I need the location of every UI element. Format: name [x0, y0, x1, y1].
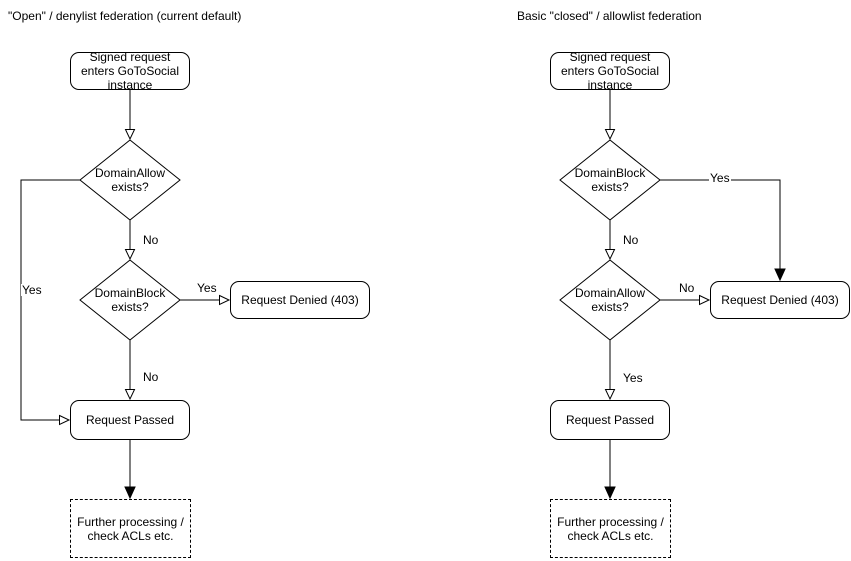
left-further-processing-node: Further processing / check ACLs etc.: [70, 499, 191, 558]
right-label-domainblock-no: No: [622, 233, 640, 247]
right-start-node: Signed request enters GoToSocial instanc…: [550, 50, 670, 92]
right-passed-node: Request Passed: [550, 400, 670, 440]
left-denied-node: Request Denied (403): [230, 281, 370, 319]
right-label-domainblock-yes: Yes: [709, 171, 731, 185]
left-chart-title: "Open" / denylist federation (current de…: [8, 9, 242, 23]
right-decision-domainallow-label: DomainAllow exists?: [574, 286, 646, 314]
left-edge-domainallow-yes-to-passed: [20, 179, 80, 426]
left-decision-domainallow-shape: [79, 139, 181, 221]
right-decision-domainallow-shape: [559, 259, 661, 341]
right-label-domainallow-no: No: [678, 281, 696, 295]
left-decision-domainblock-label: DomainBlock exists?: [94, 286, 166, 314]
right-label-domainallow-yes: Yes: [622, 371, 644, 385]
right-chart-title: Basic "closed" / allowlist federation: [517, 9, 702, 23]
right-decision-domainblock-shape: [559, 139, 661, 221]
left-label-domainallow-no: No: [142, 233, 160, 247]
left-start-node: Signed request enters GoToSocial instanc…: [70, 50, 190, 92]
left-decision-domainallow-label: DomainAllow exists?: [94, 166, 166, 194]
left-decision-domainblock-shape: [79, 259, 181, 341]
left-label-domainblock-no: No: [142, 370, 160, 384]
left-passed-node: Request Passed: [70, 400, 190, 440]
left-label-domainallow-yes: Yes: [21, 283, 43, 297]
left-label-domainblock-yes: Yes: [196, 281, 218, 295]
right-edge-domainblock-yes-to-denied: [660, 179, 786, 282]
right-further-processing-node: Further processing / check ACLs etc.: [550, 499, 671, 558]
right-decision-domainblock-label: DomainBlock exists?: [574, 166, 646, 194]
right-denied-node: Request Denied (403): [710, 281, 850, 319]
